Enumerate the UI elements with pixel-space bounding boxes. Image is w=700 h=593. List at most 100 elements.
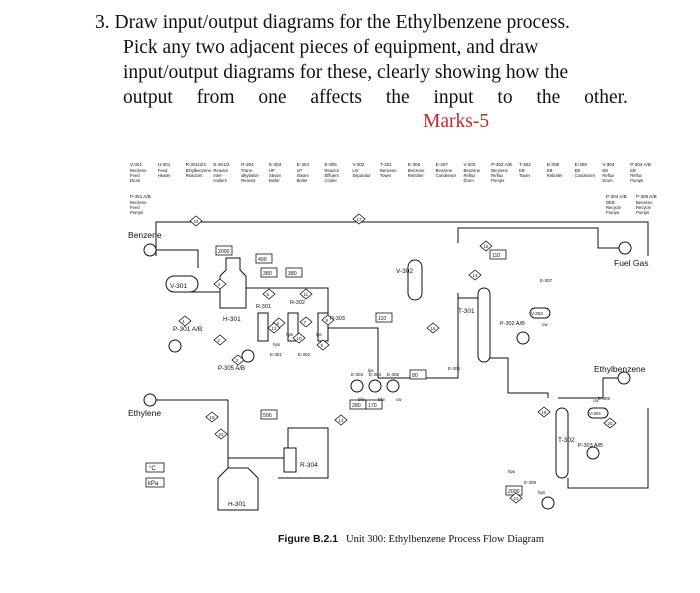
e306-label: E-306 (448, 366, 461, 371)
flag-box (255, 253, 273, 264)
e304-exchanger (368, 379, 382, 393)
equipment-tag: T-301 (380, 162, 392, 167)
v304-drum (587, 407, 609, 419)
ethylbenzene-product-symbol (617, 371, 631, 385)
utility-label: cw (593, 398, 599, 403)
ethylene-label: Ethylene (128, 408, 161, 418)
stream-number: 1 (183, 319, 186, 324)
flag-box (365, 399, 383, 410)
p302-pump (516, 331, 530, 345)
stream-number-marker (426, 322, 440, 334)
e308-label: E-308 (524, 480, 537, 485)
p301-pump (168, 339, 182, 353)
equipment-description: EB (519, 168, 525, 173)
stream-number: 15 (484, 244, 489, 249)
equipment-description: Feed (130, 173, 140, 178)
p305-label: P-305 A/B (218, 366, 245, 372)
stream-number-marker (352, 213, 366, 225)
equipment-tag: E-304 (297, 162, 310, 167)
equipment-description: Cooler (325, 178, 338, 183)
equipment-tag: P-303 A/B (630, 162, 651, 167)
ethylene-feed-line (146, 399, 288, 459)
equipment-description: Steam (297, 173, 310, 178)
stream-number-marker (267, 322, 281, 334)
h301-heater (219, 257, 247, 309)
utility-label: lps (368, 368, 374, 373)
stream-number-marker (509, 492, 523, 504)
t302-column (555, 407, 569, 479)
flag-value: 110 (492, 253, 500, 259)
equipment-description: Reactor (241, 178, 256, 183)
equipment-description: EB (602, 168, 608, 173)
flag-box (409, 369, 427, 380)
stream-number: 7 (304, 320, 307, 325)
equipment-tag: V-304 (602, 162, 614, 167)
stream-number: 8 (326, 318, 329, 323)
r304-line (278, 427, 329, 479)
equipment-description: Reactors (186, 173, 203, 178)
equipment-description: Tower (380, 173, 392, 178)
t301-column (477, 287, 491, 363)
equipment-description: Reflux (463, 173, 476, 178)
flag-value: 400 (258, 257, 267, 263)
word: input (433, 87, 474, 108)
flag-value: 500 (263, 413, 272, 419)
v302-separator (407, 259, 423, 301)
ethylene-feed-symbol (143, 393, 157, 407)
stream-number: 11 (304, 292, 309, 297)
p302-label: P-302 A/B (500, 321, 525, 327)
p303-pump (586, 446, 600, 460)
p305-pump (241, 349, 255, 363)
flag-value: 80 (412, 373, 418, 379)
figure-caption: Figure B.2.1 Unit 300: Ethylbenzene Proc… (278, 533, 544, 545)
equipment-description: Benzene (130, 168, 147, 173)
equipment-description: Reflux (630, 173, 643, 178)
figure-number: Figure B.2.1 (278, 533, 339, 545)
equipment-tag: E-301/2 (213, 162, 230, 167)
v304-label: V-304 (589, 411, 601, 416)
question-line-2: Pick any two adjacent pieces of equipmen… (123, 37, 539, 58)
flag-box (375, 312, 393, 323)
utility-label: bfw (378, 397, 386, 402)
deb-recycle-line (567, 408, 649, 489)
stream-number-marker (262, 288, 276, 300)
stream-number-marker (231, 354, 245, 366)
flag-box (215, 245, 233, 256)
h301-label: H-301 (223, 316, 241, 323)
equipment-description: Drum (463, 178, 474, 183)
r304-reactor (283, 447, 297, 473)
equipment-description: Benzene (491, 168, 508, 173)
figure-title: Unit 300: Ethylbenzene Process Flow Diag… (345, 534, 544, 545)
equipment-description: HP (269, 168, 275, 173)
utility-label: bfw (358, 397, 366, 402)
p303-label: P-303 A/B (578, 443, 603, 449)
flag-box (260, 267, 278, 278)
equipment-tag: T-302 (519, 162, 531, 167)
stream-number: 3 (236, 358, 239, 363)
equipment-tag: R-301/2/3 (186, 162, 207, 167)
equipment-description: Reactor (325, 168, 340, 173)
word: the (536, 87, 561, 108)
equipment-description: Pumps (130, 210, 143, 215)
e304-label: E-304 (369, 372, 382, 377)
flag-value: 2000 (508, 489, 520, 495)
units-legend: °C kPa (145, 462, 165, 488)
equipment-tag: P-301 A/B (130, 194, 151, 199)
stream-number: 16 (431, 326, 436, 331)
flag-value: 380 (263, 271, 272, 277)
r301-label: R-301 (256, 304, 271, 310)
equipment-header: V-301BenzeneFeedDrumH-301FeedHeaterR-301… (130, 162, 651, 183)
question-line-1: 3. Draw input/output diagrams for the Et… (95, 12, 570, 33)
stream-number-marker (299, 316, 313, 328)
t301-bottoms-line (483, 357, 549, 398)
benzene-label: Benzene (128, 230, 162, 240)
e302-label: E-302 (298, 352, 311, 357)
stream-number-marker (603, 417, 617, 429)
equipment-description: Pumps (606, 210, 619, 215)
equipment-description: Reboiler (408, 173, 424, 178)
fuel-gas-label: Fuel Gas (614, 258, 649, 268)
stream-number-marker (213, 278, 227, 290)
equipment-tag: E-308 (547, 162, 560, 167)
stream-number-marker (468, 269, 482, 281)
equipment-description: EB (575, 168, 581, 173)
